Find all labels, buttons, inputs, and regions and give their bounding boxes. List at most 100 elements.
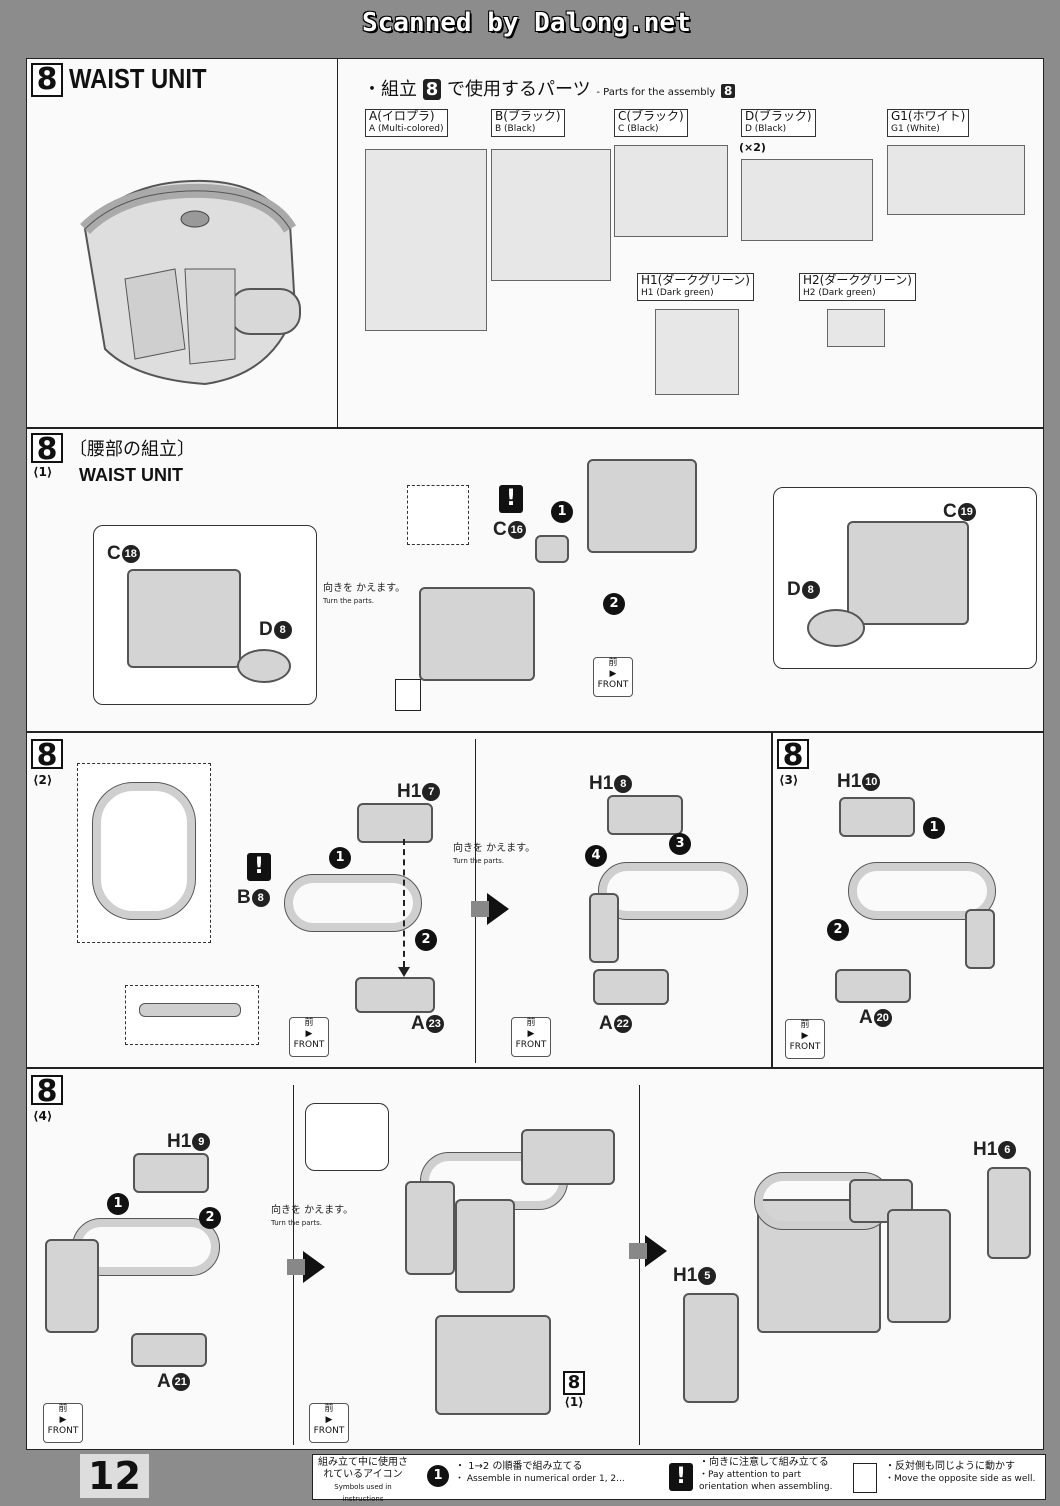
legend-order-jp: ・ 1→2 の順番で組み立てる bbox=[455, 1461, 583, 1472]
runner-g1-en: G1 (White) bbox=[891, 124, 940, 134]
legend-order: ・ 1→2 の順番で組み立てる ・ Assemble in numerical … bbox=[455, 1461, 645, 1485]
step-1-marker-2: 1 bbox=[329, 847, 351, 869]
runner-c-label: C(ブラック)C (Black) bbox=[614, 109, 688, 137]
step-8-1-number: 8 bbox=[31, 433, 63, 465]
runner-d-en: D (Black) bbox=[745, 124, 787, 134]
runner-h2-jp: H2(ダークグリーン) bbox=[803, 273, 912, 287]
runner-h1-en: H1 (Dark green) bbox=[641, 288, 714, 298]
part-skirt-left-4 bbox=[405, 1181, 455, 1275]
part-skirt-center-4 bbox=[455, 1199, 515, 1293]
legend-mirror-icon bbox=[853, 1463, 877, 1493]
step-8-2-sub: ⟨2⟩ bbox=[33, 773, 53, 787]
scan-credit: Scanned by Dalong.net bbox=[362, 8, 691, 38]
part-d8-left bbox=[237, 649, 291, 683]
parts-heading-en: - Parts for the assembly bbox=[596, 87, 716, 98]
legend-order-en: ・ Assemble in numerical order 1, 2... bbox=[455, 1474, 625, 1484]
detail-c16-box bbox=[407, 485, 469, 545]
next-arrow-3 bbox=[287, 1251, 325, 1283]
part-skirt-4 bbox=[45, 1239, 99, 1333]
runner-b-image bbox=[491, 149, 611, 281]
runner-g1-image bbox=[887, 145, 1025, 215]
legend-step-icon: 1 bbox=[427, 1465, 449, 1487]
step-8-3-sub: ⟨3⟩ bbox=[779, 773, 799, 787]
runner-a-en: A (Multi-colored) bbox=[369, 124, 444, 134]
ref-step-num: 8 bbox=[563, 1371, 585, 1395]
part-d8-right bbox=[807, 609, 865, 647]
arrow-h17 bbox=[403, 839, 405, 967]
step-1-marker: 1 bbox=[551, 501, 573, 523]
detail-joint-box bbox=[305, 1103, 389, 1171]
part-c19 bbox=[847, 521, 969, 625]
ref-step-8-1: 8 ⟨1⟩ bbox=[563, 1371, 585, 1409]
attention-icon-2: ! bbox=[247, 853, 271, 881]
front-marker-2: 前▶FRONT bbox=[289, 1017, 329, 1057]
step-2-marker-4: 2 bbox=[199, 1207, 221, 1229]
part-h16 bbox=[987, 1167, 1031, 1259]
next-arrow-4 bbox=[629, 1235, 667, 1267]
part-a23 bbox=[355, 977, 435, 1013]
legend-title-en: Symbols used in instructions bbox=[334, 1483, 392, 1503]
icon-legend: 組み立て中に使用されているアイコン Symbols used in instru… bbox=[312, 1454, 1046, 1503]
step-2-marker-3: 2 bbox=[827, 919, 849, 941]
part-h15 bbox=[683, 1293, 739, 1403]
runner-h1-label: H1(ダークグリーン)H1 (Dark green) bbox=[637, 273, 754, 301]
step-8-4-divider-2 bbox=[639, 1085, 640, 1445]
part-h18 bbox=[607, 795, 683, 835]
step-2-marker: 2 bbox=[603, 593, 625, 615]
part-c-frame bbox=[587, 459, 697, 553]
ring-b8 bbox=[284, 874, 422, 932]
runner-h2-en: H2 (Dark green) bbox=[803, 288, 876, 298]
parts-divider bbox=[337, 59, 338, 427]
part-h110 bbox=[839, 797, 915, 837]
runner-d-label: D(ブラック)D (Black) bbox=[741, 109, 816, 137]
part-c-waist-block bbox=[419, 587, 535, 681]
front-marker-5: 前▶FRONT bbox=[43, 1403, 83, 1443]
runner-d-multiplier: (×2) bbox=[739, 141, 766, 154]
legend-title: 組み立て中に使用されているアイコン Symbols used in instru… bbox=[315, 1457, 411, 1505]
step-8-2-number: 8 bbox=[31, 739, 63, 771]
runner-h2-label: H2(ダークグリーン)H2 (Dark green) bbox=[799, 273, 916, 301]
step-1-marker-4: 1 bbox=[107, 1193, 129, 1215]
legend-mirror: ・反対側も同じように動かす ・Move the opposite side as… bbox=[885, 1461, 1043, 1485]
turn-note-1: 向きを かえます。Turn the parts. bbox=[323, 583, 406, 605]
part-c18 bbox=[127, 569, 241, 668]
part-a20 bbox=[835, 969, 911, 1003]
legend-title-jp: 組み立て中に使用されているアイコン bbox=[318, 1457, 408, 1480]
step-2-marker-2: 2 bbox=[415, 929, 437, 951]
legend-attention-icon: ! bbox=[669, 1463, 693, 1491]
parts-heading-jp: ・組立 bbox=[363, 79, 417, 100]
step-8-1-sub: ⟨1⟩ bbox=[33, 465, 53, 479]
runner-a-label: A(イロプラ)A (Multi-colored) bbox=[365, 109, 448, 137]
part-skirt-right bbox=[965, 909, 995, 969]
mirror-icon bbox=[395, 679, 421, 711]
ring-assembly-3 bbox=[848, 862, 996, 920]
runner-c-jp: C(ブラック) bbox=[618, 109, 684, 123]
part-a22 bbox=[593, 969, 669, 1005]
step-8-3-number: 8 bbox=[777, 739, 809, 771]
section-number: 8 bbox=[31, 63, 63, 97]
parts-overview-panel: 8 WAIST UNIT ・組立 8 で使用するパーツ - Parts for … bbox=[26, 58, 1044, 428]
part-waist-block-4 bbox=[435, 1315, 551, 1415]
section-title: WAIST UNIT bbox=[69, 63, 207, 94]
legend-attention: ・向きに注意して組み立てる ・Pay attention to part ori… bbox=[699, 1457, 839, 1493]
part-a21 bbox=[131, 1333, 207, 1367]
legend-attention-jp: ・向きに注意して組み立てる bbox=[699, 1457, 829, 1468]
step-1-marker-3: 1 bbox=[923, 817, 945, 839]
turn-note-2: 向きを かえます。Turn the parts. bbox=[453, 843, 536, 865]
ring-detail bbox=[92, 782, 196, 920]
legend-mirror-en: ・Move the opposite side as well. bbox=[885, 1474, 1036, 1484]
legend-mirror-jp: ・反対側も同じように動かす bbox=[885, 1461, 1015, 1472]
part-skirt-final-right bbox=[887, 1209, 951, 1323]
turn-note-3: 向きを かえます。Turn the parts. bbox=[271, 1205, 354, 1227]
